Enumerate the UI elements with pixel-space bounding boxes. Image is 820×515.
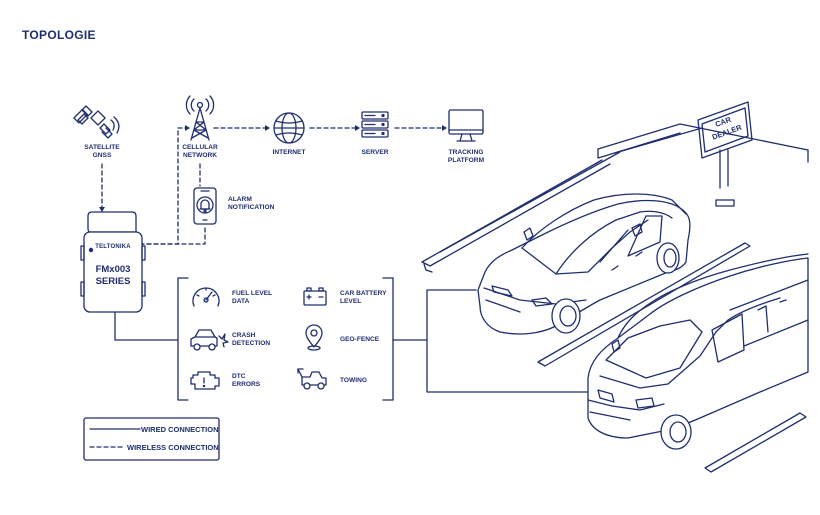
globe-icon [273, 112, 305, 144]
feature-battery-level: CAR BATTERY LEVEL [340, 290, 387, 305]
engine-icon [190, 371, 220, 390]
server-icon [361, 111, 389, 138]
tracker-device [80, 211, 146, 313]
tracking-platform-label: TRACKING PLATFORM [447, 149, 485, 164]
monitor-icon [448, 109, 484, 142]
phone-alarm-icon [193, 187, 217, 225]
device-model: FMx003 SERIES [95, 264, 131, 287]
satellite-label: SATELLITE GNSS [84, 144, 120, 159]
alarm-notification-label: ALARM NOTIFICATION [228, 196, 275, 211]
gauge-icon [192, 287, 220, 307]
cell-tower-icon [185, 95, 215, 141]
features-bracket [177, 277, 394, 401]
crash-icon [190, 329, 229, 351]
device-brand: TELTONIKA [95, 244, 131, 250]
battery-icon [303, 287, 327, 306]
feature-dtc-errors: DTC ERRORS [232, 373, 261, 388]
server-label: SERVER [361, 149, 389, 156]
page-title: TOPOLOGIE [22, 28, 96, 42]
location-pin-icon [305, 324, 323, 351]
cellular-label: CELLULAR NETWORK [182, 144, 218, 159]
feature-geo-fence: GEO-FENCE [340, 336, 380, 343]
parking-lot-illustration [421, 101, 809, 473]
legend-wireless: WIRELESS CONNECTION [127, 443, 219, 452]
wireless-connections [101, 127, 446, 245]
legend-wired: WIRED CONNECTION [141, 425, 219, 434]
feature-crash-detection: CRASH DETECTION [232, 332, 271, 347]
feature-towing: TOWING [340, 377, 367, 384]
arrowheads [99, 125, 447, 212]
feature-fuel-level: FUEL LEVEL DATA [232, 290, 273, 305]
satellite-icon [73, 105, 120, 139]
legend-box [83, 417, 220, 461]
tow-truck-icon [297, 368, 327, 390]
internet-label: INTERNET [272, 149, 306, 156]
